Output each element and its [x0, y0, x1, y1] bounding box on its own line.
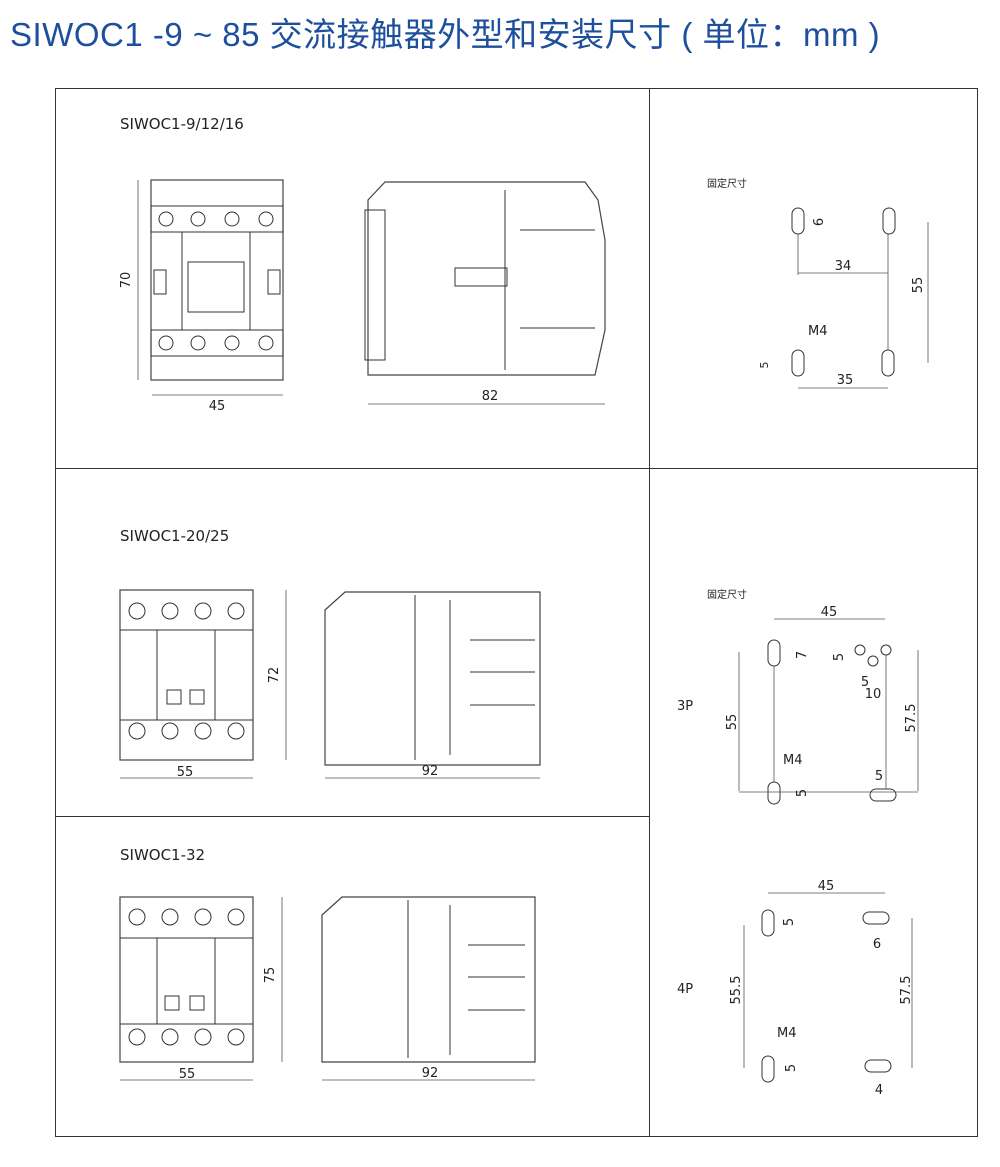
dim-label: 5 [861, 675, 869, 690]
side-view: 92 [321, 896, 536, 1081]
depth-dimension: 92 [422, 1066, 439, 1081]
dim-label: 35 [837, 373, 854, 388]
dim-label: 34 [835, 259, 852, 274]
model-label: SIWOC1-20/25 [120, 527, 229, 545]
dim-label: 7 [795, 651, 810, 659]
section-32: SIWOC1-32 55 75 92 [119, 846, 536, 1082]
dim-label: 57.5 [899, 976, 914, 1005]
depth-dimension: 82 [482, 389, 499, 404]
section-9-12-16: SIWOC1-9/12/16 70 45 82 [119, 115, 606, 414]
front-view: 55 72 [119, 589, 287, 780]
dim-label: 57.5 [904, 704, 919, 733]
side-view: 82 [364, 181, 606, 405]
dim-label: M4 [808, 324, 828, 339]
dim-label: 45 [821, 605, 838, 620]
dim-label: 5 [875, 769, 883, 784]
dim-label: 10 [865, 687, 882, 702]
dim-label: 45 [818, 879, 835, 894]
depth-dimension: 92 [422, 764, 439, 779]
mounting-dimensions-2: 固定尺寸 3P 45 7 5 5 10 55 57.5 M4 5 5 4P 45… [677, 588, 919, 1098]
outer-frame [55, 88, 978, 1137]
front-view: 70 45 [119, 179, 284, 414]
side-view: 92 [324, 591, 541, 779]
mounting-dimensions-1: 固定尺寸 6 34 55 M4 5 35 [707, 177, 929, 389]
width-dimension: 55 [177, 765, 194, 780]
dim-label: 5 [782, 918, 797, 926]
3p-label: 3P [677, 699, 693, 714]
dim-label: M4 [777, 1026, 797, 1041]
model-label: SIWOC1-32 [120, 846, 205, 864]
page-title: SIWOC1 -9 ~ 85 交流接触器外型和安装尺寸 ( 单位：mm ) [10, 16, 881, 53]
model-label: SIWOC1-9/12/16 [120, 115, 244, 133]
width-dimension: 55 [179, 1067, 196, 1082]
height-dimension: 75 [263, 967, 278, 984]
dim-label: 55 [725, 714, 740, 731]
dim-label: 55.5 [729, 976, 744, 1005]
section-20-25: SIWOC1-20/25 55 72 92 [119, 527, 541, 780]
dim-label: 4 [875, 1083, 883, 1098]
height-dimension: 70 [119, 272, 134, 289]
front-view: 55 75 [119, 896, 283, 1082]
dim-label: 55 [911, 277, 926, 294]
dim-label: 5 [758, 362, 771, 369]
dim-label: 5 [795, 789, 810, 797]
dim-label: 5 [832, 653, 847, 661]
mount-label: 固定尺寸 [707, 588, 747, 601]
dim-label: 6 [873, 937, 881, 952]
width-dimension: 45 [209, 399, 226, 414]
dim-label: 6 [812, 218, 827, 226]
dim-label: M4 [783, 753, 803, 768]
height-dimension: 72 [267, 667, 282, 684]
mount-label: 固定尺寸 [707, 177, 747, 190]
4p-label: 4P [677, 982, 693, 997]
dim-label: 5 [784, 1064, 799, 1072]
